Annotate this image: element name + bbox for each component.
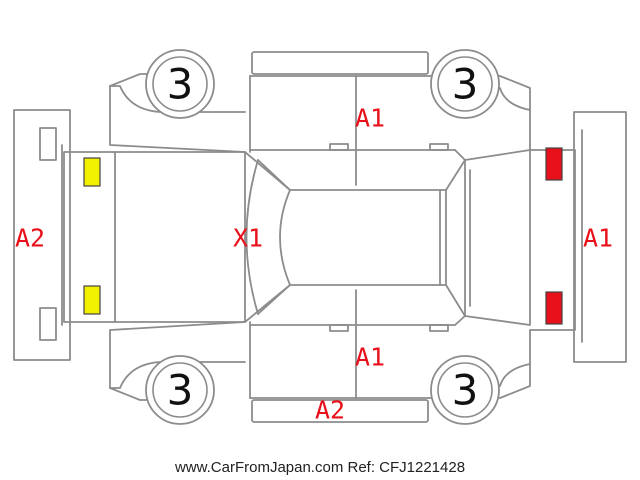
footer-watermark: www.CarFromJapan.com Ref: CFJ1221428 <box>174 459 465 476</box>
code-front-bumper: A2 <box>15 224 45 253</box>
wheel-rear-right: 3 <box>430 355 500 425</box>
code-rear-bumper: A1 <box>583 224 613 253</box>
wheel-front-left-grade: 3 <box>167 60 194 109</box>
code-lower-doors: A1 <box>355 343 385 372</box>
code-roof: X1 <box>233 224 263 253</box>
front-bumper <box>13 109 71 361</box>
wheel-rear-right-grade: 3 <box>452 366 479 415</box>
rear-lamp-lower <box>545 291 563 325</box>
wheel-front-left: 3 <box>145 49 215 119</box>
car-body <box>63 149 576 331</box>
wheel-front-right: 3 <box>430 49 500 119</box>
front-lamp-lower <box>83 285 101 315</box>
code-lower-sill: A2 <box>315 396 345 425</box>
rear-lamp-upper <box>545 147 563 181</box>
wheel-rear-left-grade: 3 <box>167 366 194 415</box>
wheel-rear-left: 3 <box>145 355 215 425</box>
front-lamp-upper <box>83 157 101 187</box>
upper-side-panel <box>109 51 531 186</box>
rear-bumper <box>573 111 627 363</box>
code-upper-doors: A1 <box>355 104 385 133</box>
wheel-front-right-grade: 3 <box>452 60 479 109</box>
